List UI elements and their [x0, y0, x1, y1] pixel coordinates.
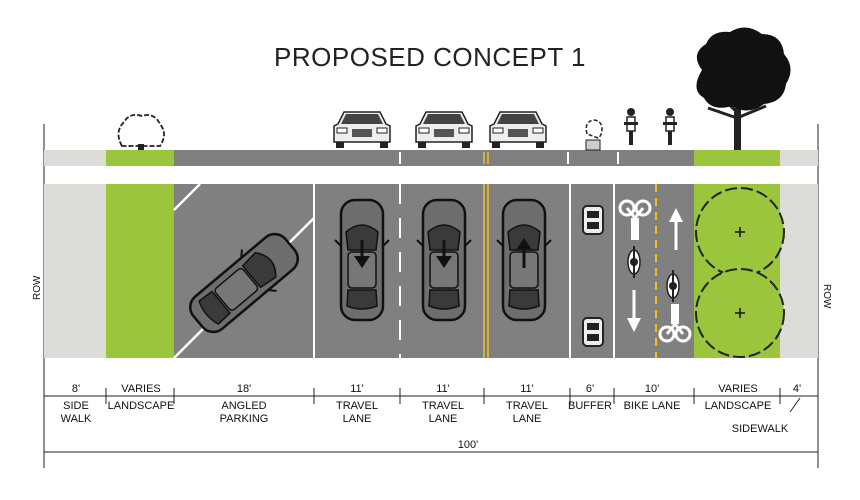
segment-name-label: TRAVEL: [336, 400, 378, 412]
segment-name-label: LANE: [343, 413, 372, 425]
segment-width-label: VARIES: [718, 383, 758, 395]
segment-name-label: PARKING: [220, 413, 269, 425]
segment-name-label: TRAVEL: [422, 400, 464, 412]
cyclist-top-icon: [627, 246, 641, 278]
bike-symbol-icon: [658, 304, 692, 343]
tree-canopy-icon: [695, 187, 785, 277]
segment-name-label: BUFFER: [568, 400, 612, 412]
sidewalk-right: [780, 184, 818, 358]
car-front-icon: [489, 111, 547, 149]
segment-name-label: ANGLED: [221, 400, 266, 412]
cyclist-icon: [624, 108, 638, 145]
bollard-icon: [582, 205, 604, 235]
arrow-down-icon: [354, 240, 370, 268]
section-strip: [44, 139, 818, 166]
segment-width-label: 11': [520, 383, 534, 395]
segment-name-label: SIDE: [63, 400, 89, 412]
segment-name-label: LANDSCAPE: [705, 400, 772, 412]
tree-icon: [696, 27, 791, 150]
car-front-icon: [333, 111, 391, 149]
segment-width-label: 18': [237, 383, 251, 395]
row-label-left: ROW: [32, 275, 43, 300]
diagram-title: PROPOSED CONCEPT 1: [274, 42, 586, 72]
car-front-icon: [415, 111, 473, 149]
segment-name-label: LANE: [513, 413, 542, 425]
shrub-icon: [117, 113, 165, 150]
segment-name-label: WALK: [61, 413, 92, 425]
segment-labels: 8' SIDEWALK VARIES LANDSCAPE 18' ANGLEDPARKIN…: [61, 383, 801, 435]
arrow-up-icon: [516, 238, 532, 268]
shrub-small-icon: [585, 119, 603, 139]
segment-width-label: VARIES: [121, 383, 161, 395]
segment-width-label: 11': [436, 383, 450, 395]
dimension-ticks: [43, 388, 819, 404]
row-label-right: ROW: [821, 284, 832, 309]
segment-width-label: 8': [72, 383, 80, 395]
segment-name-label: LANDSCAPE: [108, 400, 175, 412]
arrow-down-icon: [436, 240, 452, 268]
cyclist-icon: [663, 108, 677, 145]
bike-symbol-icon: [618, 199, 652, 240]
segment-name-label: LANE: [429, 413, 458, 425]
cyclist-top-icon: [666, 270, 680, 302]
arrow-down-icon: [627, 290, 641, 332]
sidewalk-leader: [789, 397, 801, 413]
segment-name-label: TRAVEL: [506, 400, 548, 412]
segment-name-label: BIKE LANE: [624, 400, 681, 412]
total-width-label: 100': [458, 439, 478, 451]
sidewalk-left: [44, 184, 106, 358]
arrow-up-icon: [669, 208, 683, 250]
segment-width-label: 4': [793, 383, 801, 395]
landscape-left: [106, 184, 174, 358]
segment-width-label: 10': [645, 383, 659, 395]
segment-name-label: SIDEWALK: [732, 423, 789, 435]
tree-canopy-icon: [695, 268, 785, 358]
segment-width-label: 6': [586, 383, 594, 395]
bollard-icon: [582, 317, 604, 347]
segment-width-label: 11': [350, 383, 364, 395]
